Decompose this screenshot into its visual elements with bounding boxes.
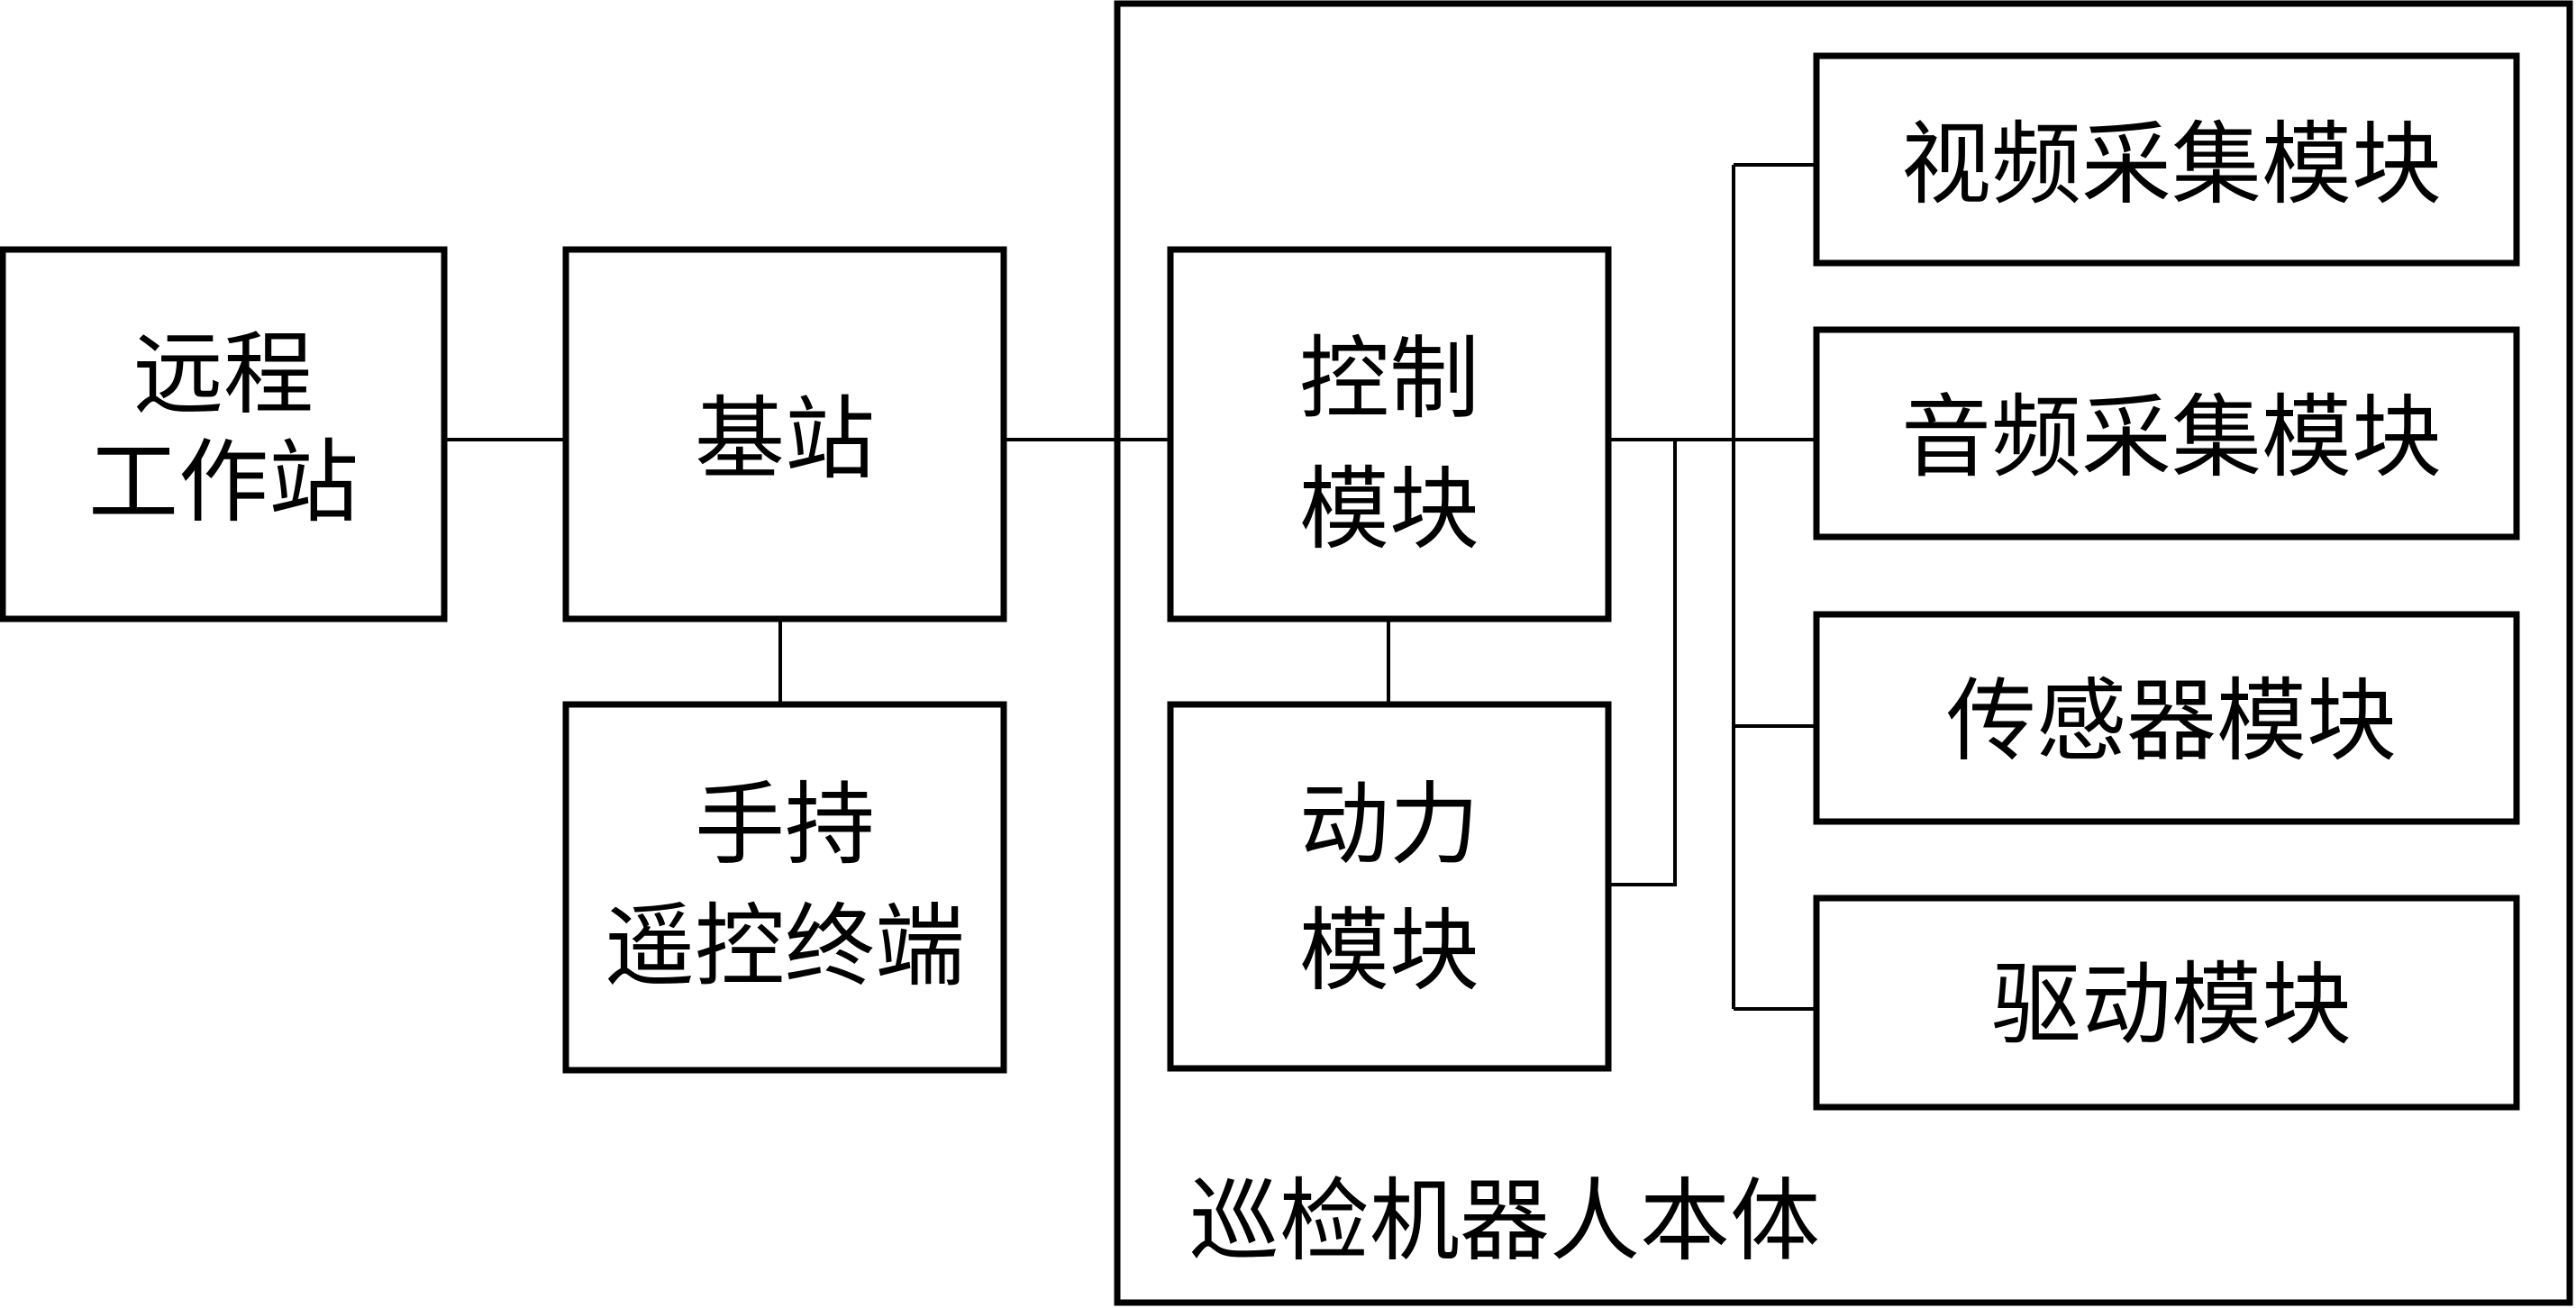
control-module-line1: 控制 [1299,326,1479,431]
sensor-module-label: 传感器模块 [1946,668,2397,774]
control-module-line2: 模块 [1299,457,1479,562]
power-module-line1: 动力 [1299,772,1479,877]
node-remote-workstation: 远程 工作站 [0,246,448,622]
node-control-module: 控制 模块 [1167,246,1612,622]
node-power-module: 动力 模块 [1167,701,1612,1072]
remote-workstation-line2: 工作站 [88,430,359,535]
drive-module-label: 驱动模块 [1991,952,2352,1058]
node-handheld-terminal: 手持 遥控终端 [562,701,1007,1074]
handheld-terminal-line2: 遥控终端 [605,894,965,999]
robot-body-container [1114,0,2573,1306]
node-video-module: 视频采集模块 [1813,52,2520,267]
node-base-station: 基站 [562,246,1007,622]
power-module-line2: 模块 [1299,898,1479,1004]
video-module-label: 视频采集模块 [1901,112,2442,217]
audio-module-label: 音频采集模块 [1901,385,2442,490]
node-drive-module: 驱动模块 [1813,895,2520,1111]
node-sensor-module: 传感器模块 [1813,611,2520,825]
remote-workstation-line1: 远程 [133,322,314,427]
node-audio-module: 音频采集模块 [1813,326,2520,540]
base-station-label: 基站 [695,386,875,492]
edge-power-bus [1608,440,1677,886]
robot-body-label: 巡检机器人本体 [1189,1168,1820,1274]
handheld-terminal-line1: 手持 [695,772,875,877]
